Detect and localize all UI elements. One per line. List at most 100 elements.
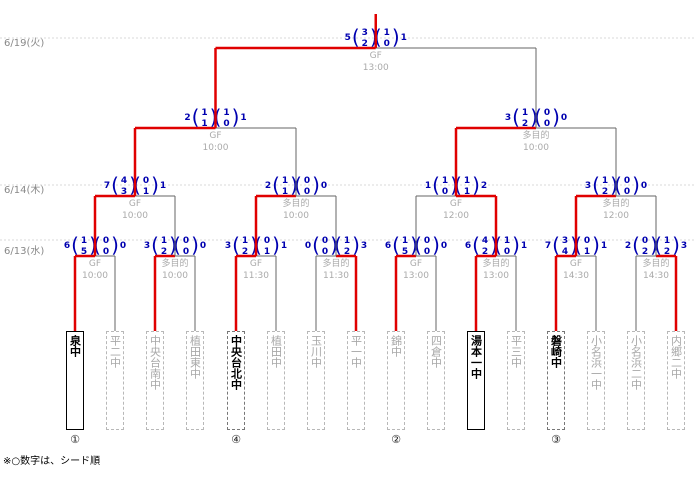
match-venue: GF [129, 199, 141, 209]
team-box: 中央台南中 [146, 331, 164, 430]
team-box: 磐崎中 [547, 331, 565, 430]
inning-score-left-1: 1 [522, 108, 528, 118]
match-time: 10:00 [122, 211, 148, 221]
team-box: 植田東中 [186, 331, 204, 430]
score-paren: ) [650, 233, 658, 257]
team-box: 小名浜一中 [587, 331, 605, 430]
inning-score-right-1: 0 [544, 108, 550, 118]
team-box: 湯本一中 [467, 331, 485, 430]
inning-score-right-1: 0 [624, 176, 630, 186]
inning-score-left-2: 2 [362, 39, 368, 49]
score-paren: ) [169, 233, 177, 257]
match-venue: 多目的 [642, 257, 669, 269]
inning-score-left-2: 0 [442, 187, 448, 197]
inning-score-left-2: 5 [402, 247, 408, 257]
inning-score-right-2: 1 [464, 187, 470, 197]
inning-score-left-1: 1 [402, 236, 408, 246]
inning-score-right-2: 0 [504, 247, 510, 257]
match-time: 14:30 [643, 271, 669, 281]
inning-score-left-2: 2 [161, 247, 167, 257]
inning-score-right-2: 0 [544, 119, 550, 129]
total-score-right: 3 [681, 241, 687, 251]
inning-score-left-1: 0 [642, 236, 648, 246]
team-name: 小名浜一中 [589, 335, 603, 390]
team-name: 泉中 [68, 335, 82, 357]
score-paren: ) [410, 233, 418, 257]
score-paren: ( [374, 25, 382, 49]
total-score-left: 2 [625, 241, 631, 251]
score-paren: ( [272, 173, 280, 197]
inning-score-right-2: 2 [344, 247, 350, 257]
team-box: 玉川中 [307, 331, 325, 430]
score-paren: ) [89, 233, 97, 257]
date-label-round2: 6/14(木) [4, 185, 45, 196]
inning-score-left-1: 3 [562, 236, 568, 246]
score-paren: ( [254, 233, 262, 257]
score-paren: ( [192, 105, 200, 129]
score-paren: ) [672, 233, 680, 257]
total-score-right: 1 [521, 241, 527, 251]
seed-number: ① [70, 433, 80, 446]
total-score-left: 3 [225, 241, 231, 251]
inning-score-right-2: 0 [384, 39, 390, 49]
inning-score-left-2: 2 [642, 247, 648, 257]
score-paren: ( [574, 233, 582, 257]
team-box: 四倉中 [427, 331, 445, 430]
total-score-left: 0 [305, 241, 311, 251]
score-paren: ) [392, 25, 400, 49]
inning-score-right-1: 1 [384, 28, 390, 38]
inning-score-left-2: 1 [282, 187, 288, 197]
total-score-left: 1 [425, 181, 431, 191]
match-time: 12:00 [443, 211, 469, 221]
score-paren: ( [392, 233, 400, 257]
inning-score-left-1: 0 [322, 236, 328, 246]
inning-score-left-2: 0 [322, 247, 328, 257]
team-name: 小名浜二中 [629, 335, 643, 390]
score-paren: ) [472, 173, 480, 197]
team-name: 磐崎中 [549, 335, 563, 368]
total-score-left: 2 [184, 113, 190, 123]
score-paren: ) [272, 233, 280, 257]
score-paren: ( [111, 173, 119, 197]
inning-score-right-1: 0 [183, 236, 189, 246]
inning-score-right-1: 0 [143, 176, 149, 186]
score-paren: ) [191, 233, 199, 257]
score-paren: ) [330, 233, 338, 257]
total-score-right: 1 [401, 33, 407, 43]
total-score-right: 2 [481, 181, 487, 191]
team-box: 平二中 [106, 331, 124, 430]
score-paren: ( [133, 173, 141, 197]
inning-score-left-1: 1 [201, 108, 207, 118]
score-paren: ) [530, 105, 538, 129]
total-score-left: 3 [144, 241, 150, 251]
total-score-left: 6 [465, 241, 471, 251]
match-venue: GF [450, 199, 462, 209]
team-name: 平一中 [349, 335, 363, 368]
total-score-left: 2 [265, 181, 271, 191]
match-time: 11:30 [323, 271, 349, 281]
match-time: 10:00 [283, 211, 309, 221]
score-paren: ) [210, 105, 218, 129]
team-box: 中央台北中 [227, 331, 245, 430]
inning-score-left-1: 1 [161, 236, 167, 246]
inning-score-right-2: 0 [223, 119, 229, 129]
team-name: 四倉中 [429, 335, 443, 368]
score-paren: ) [352, 233, 360, 257]
score-paren: ( [632, 233, 640, 257]
match-venue: GF [410, 259, 422, 269]
score-paren: ) [370, 25, 378, 49]
total-score-left: 3 [505, 113, 511, 123]
total-score-right: 1 [281, 241, 287, 251]
score-paren: ) [129, 173, 137, 197]
score-paren: ) [552, 105, 560, 129]
inning-score-right-1: 1 [664, 236, 670, 246]
inning-score-left-2: 2 [482, 247, 488, 257]
inning-score-left-1: 4 [482, 236, 488, 246]
match-time: 13:00 [403, 271, 429, 281]
score-paren: ) [432, 233, 440, 257]
score-paren: ) [570, 233, 578, 257]
match-venue: GF [250, 259, 262, 269]
score-paren: ( [232, 233, 240, 257]
inning-score-right-1: 1 [464, 176, 470, 186]
